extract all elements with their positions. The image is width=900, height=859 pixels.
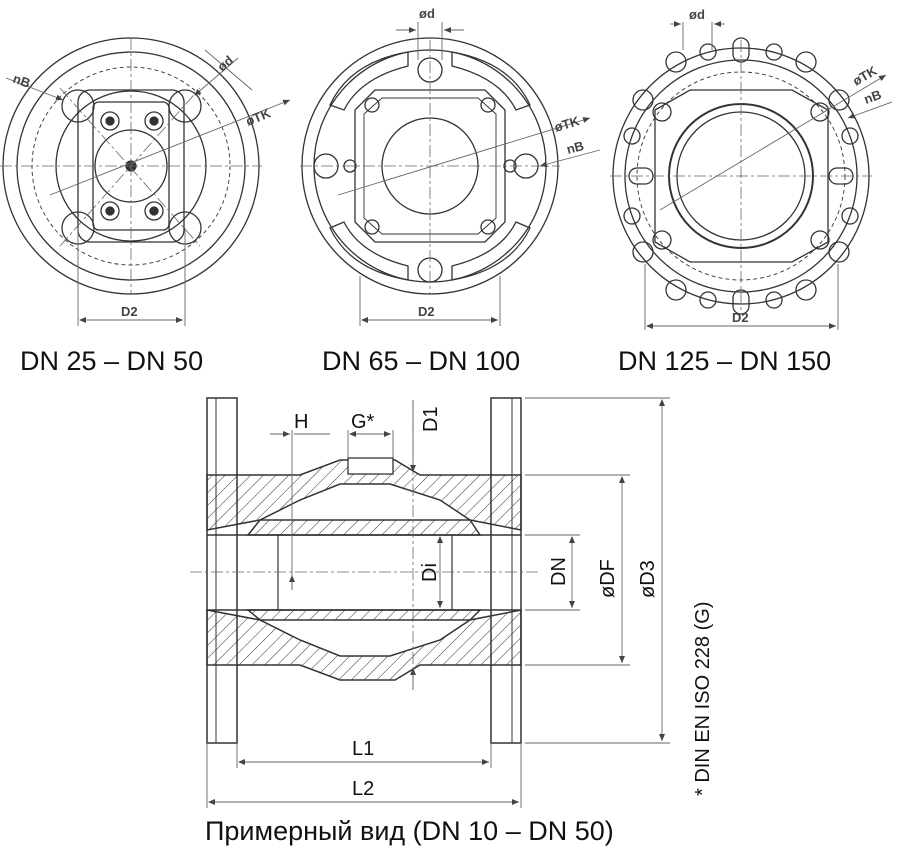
footnote-din: * DIN EN ISO 228 (G) (692, 602, 714, 797)
v2-od-label: ød (419, 6, 435, 21)
view-dn125-dn150 (610, 21, 893, 330)
dim-l2-label: L2 (352, 778, 374, 800)
dim-od3-label: øD3 (637, 560, 659, 598)
dim-d1-label: D1 (420, 406, 442, 432)
dim-odf-label: øDF (597, 559, 619, 598)
view-dn25-dn50 (0, 37, 291, 326)
v3-nb-label: nB (862, 87, 883, 107)
dim-h-label: H (294, 411, 308, 433)
dim-g-label: G* (351, 411, 375, 433)
caption-dn25-dn50: DN 25 – DN 50 (20, 346, 203, 376)
v3-d2-label: D2 (732, 310, 749, 325)
caption-dn65-dn100: DN 65 – DN 100 (322, 346, 520, 376)
v1-d2-label: D2 (121, 304, 138, 319)
dim-l1-label: L1 (352, 738, 374, 760)
view-dn65-dn100 (300, 22, 601, 326)
v3-od-label: ød (689, 7, 705, 22)
caption-section: Примерный вид (DN 10 – DN 50) (205, 816, 614, 846)
dim-di-label: Di (419, 563, 441, 582)
caption-dn125-dn150: DN 125 – DN 150 (618, 346, 831, 376)
v2-nb-label: nB (565, 138, 586, 157)
v2-otk-label: øTK (552, 113, 581, 135)
section-view (190, 397, 670, 808)
v1-nb-label: nB (11, 71, 32, 91)
v3-otk-label: øTK (850, 63, 880, 89)
dim-dn-label: DN (548, 557, 570, 586)
v2-d2-label: D2 (418, 304, 435, 319)
